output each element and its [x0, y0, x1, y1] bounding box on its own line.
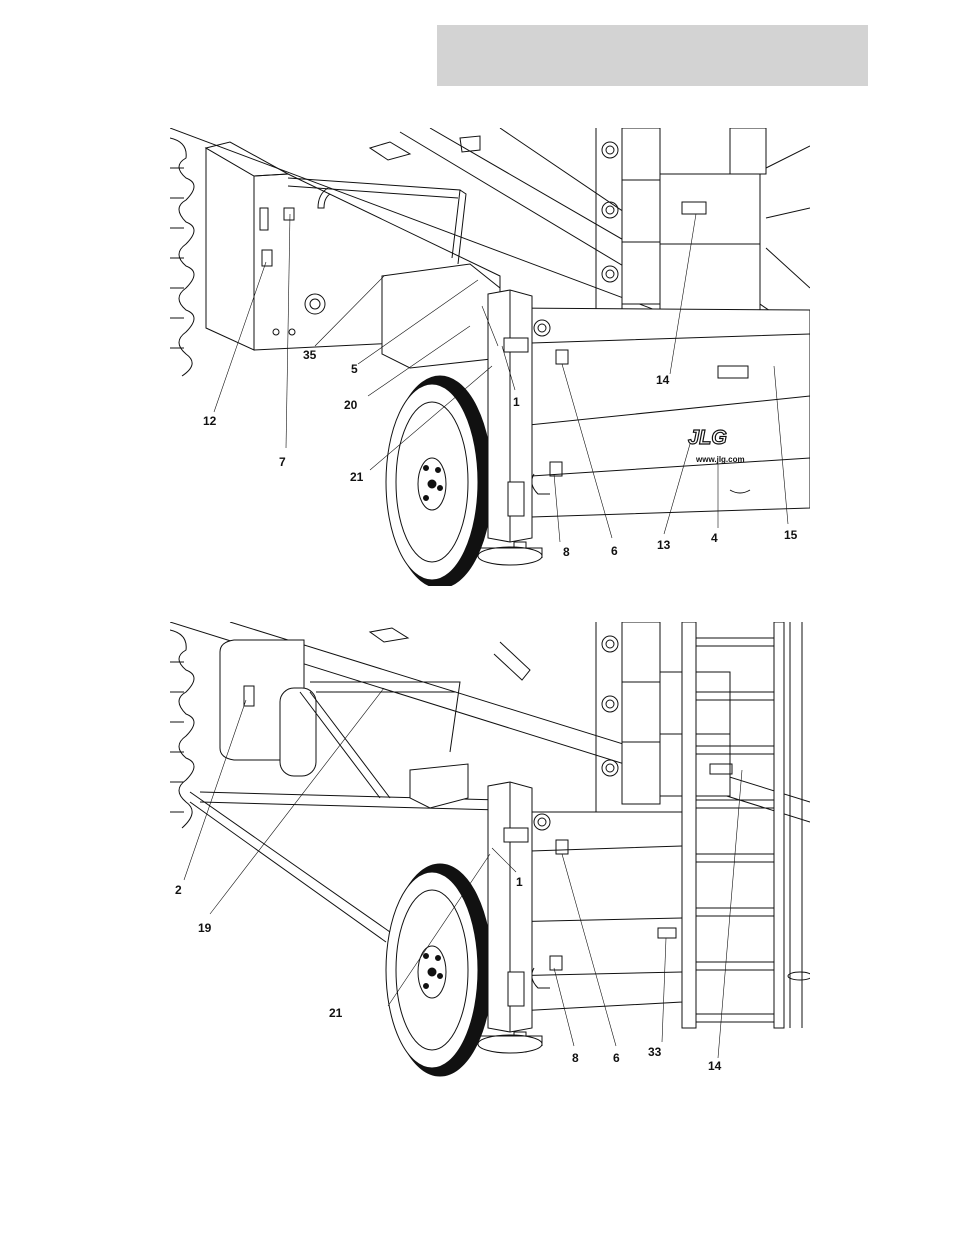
callout-8: 8 [563, 546, 570, 558]
callout-15: 15 [784, 529, 797, 541]
callout-21: 21 [329, 1007, 342, 1019]
callout-6: 6 [613, 1052, 620, 1064]
brand-url: www.jlg.com [695, 455, 745, 464]
callout-14: 14 [708, 1060, 721, 1072]
machine-illustration-top: JLG www.jlg.com [170, 128, 810, 586]
callout-14: 14 [656, 374, 669, 386]
callout-19: 19 [198, 922, 211, 934]
header-bar [437, 25, 868, 86]
callout-7: 7 [279, 456, 286, 468]
callout-33: 33 [648, 1046, 661, 1058]
brand-logo: JLG [688, 427, 727, 449]
callout-12: 12 [203, 415, 216, 427]
callout-21: 21 [350, 471, 363, 483]
callout-1: 1 [516, 876, 523, 888]
callout-35: 35 [303, 349, 316, 361]
callout-4: 4 [711, 532, 718, 544]
callout-13: 13 [657, 539, 670, 551]
callout-20: 20 [344, 399, 357, 411]
callout-2: 2 [175, 884, 182, 896]
decal-location-figure-bottom: 1 2 19 21 8 6 33 14 [170, 622, 810, 1078]
machine-illustration-bottom [170, 622, 810, 1078]
callout-5: 5 [351, 363, 358, 375]
callout-1: 1 [513, 396, 520, 408]
callout-6: 6 [611, 545, 618, 557]
decal-location-figure-top: JLG www.jlg.com [170, 128, 810, 586]
callout-8: 8 [572, 1052, 579, 1064]
